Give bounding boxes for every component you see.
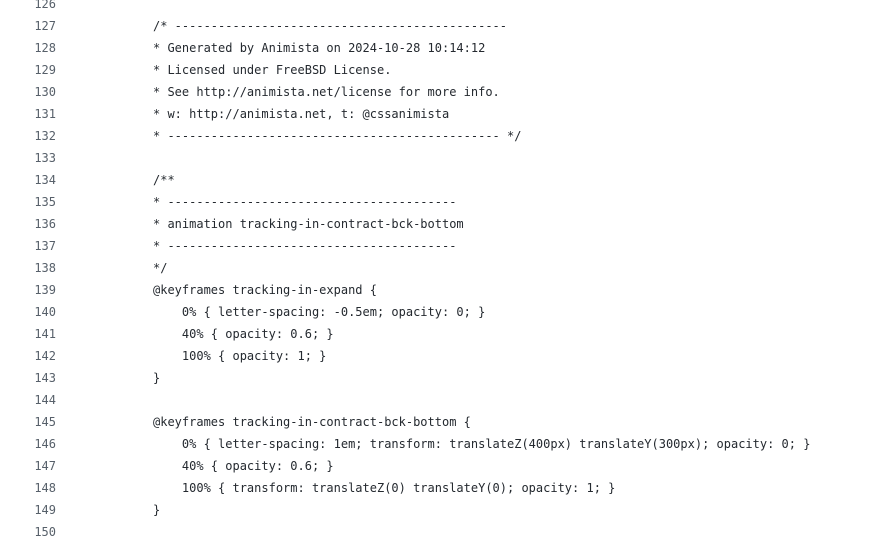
line-content: * w: http://animista.net, t: @cssanimist…: [153, 107, 450, 121]
code-line: 130 * See http://animista.net/license fo…: [0, 81, 877, 103]
code-line: 150: [0, 521, 877, 543]
line-number: 139: [34, 283, 56, 297]
line-number: 140: [34, 305, 56, 319]
line-number: 149: [34, 503, 56, 517]
line-content: /**: [153, 173, 175, 187]
line-content: 100% { opacity: 1; }: [153, 349, 327, 363]
line-number: 145: [34, 415, 56, 429]
line-number: 136: [34, 217, 56, 231]
line-content: 40% { opacity: 0.6; }: [153, 459, 334, 473]
line-content: 100% { transform: translateZ(0) translat…: [153, 481, 616, 495]
line-content: * See http://animista.net/license for mo…: [153, 85, 500, 99]
code-line: 126: [0, 0, 877, 15]
line-number: 128: [34, 41, 56, 55]
line-content: * --------------------------------------…: [153, 129, 522, 143]
code-line: 143 }: [0, 367, 877, 389]
code-line: 149 }: [0, 499, 877, 521]
line-number: 148: [34, 481, 56, 495]
code-line: 137 * ----------------------------------…: [0, 235, 877, 257]
line-content: }: [153, 503, 161, 517]
code-line: 132 * ----------------------------------…: [0, 125, 877, 147]
line-content: }: [153, 371, 161, 385]
line-number: 132: [34, 129, 56, 143]
line-number: 138: [34, 261, 56, 275]
code-line: 139 @keyframes tracking-in-expand {: [0, 279, 877, 301]
code-line: 148 100% { transform: translateZ(0) tran…: [0, 477, 877, 499]
line-content: */: [153, 261, 168, 275]
line-content: 0% { letter-spacing: 1em; transform: tra…: [153, 437, 811, 451]
line-number: 127: [34, 19, 56, 33]
code-line: 142 100% { opacity: 1; }: [0, 345, 877, 367]
code-line: 140 0% { letter-spacing: -0.5em; opacity…: [0, 301, 877, 323]
line-number: 141: [34, 327, 56, 341]
code-line: 127 /* ---------------------------------…: [0, 15, 877, 37]
line-content: 40% { opacity: 0.6; }: [153, 327, 334, 341]
code-line: 135 * ----------------------------------…: [0, 191, 877, 213]
code-line: 128 * Generated by Animista on 2024-10-2…: [0, 37, 877, 59]
code-line: 129 * Licensed under FreeBSD License.: [0, 59, 877, 81]
line-content: * --------------------------------------…: [153, 195, 457, 209]
line-number: 150: [34, 525, 56, 539]
code-line: 134 /**: [0, 169, 877, 191]
line-number: 133: [34, 151, 56, 165]
code-line: 136 * animation tracking-in-contract-bck…: [0, 213, 877, 235]
code-line: 133: [0, 147, 877, 169]
code-line: 131 * w: http://animista.net, t: @cssani…: [0, 103, 877, 125]
line-number: 130: [34, 85, 56, 99]
line-number: 135: [34, 195, 56, 209]
line-content: * Licensed under FreeBSD License.: [153, 63, 392, 77]
code-line: 144: [0, 389, 877, 411]
line-number: 146: [34, 437, 56, 451]
code-line: 138 */: [0, 257, 877, 279]
line-number: 134: [34, 173, 56, 187]
line-content: * --------------------------------------…: [153, 239, 457, 253]
line-number: 144: [34, 393, 56, 407]
line-number: 143: [34, 371, 56, 385]
line-number: 147: [34, 459, 56, 473]
line-number: 131: [34, 107, 56, 121]
line-number: 142: [34, 349, 56, 363]
line-content: @keyframes tracking-in-expand {: [153, 283, 377, 297]
line-content: /* -------------------------------------…: [153, 19, 508, 33]
line-content: @keyframes tracking-in-contract-bck-bott…: [153, 415, 471, 429]
line-number: 137: [34, 239, 56, 253]
code-line: 145 @keyframes tracking-in-contract-bck-…: [0, 411, 877, 433]
line-number: 126: [34, 0, 56, 11]
line-content: * Generated by Animista on 2024-10-28 10…: [153, 41, 486, 55]
line-content: * animation tracking-in-contract-bck-bot…: [153, 217, 464, 231]
line-number: 129: [34, 63, 56, 77]
code-line: 146 0% { letter-spacing: 1em; transform:…: [0, 433, 877, 455]
line-content: 0% { letter-spacing: -0.5em; opacity: 0;…: [153, 305, 486, 319]
code-line: 141 40% { opacity: 0.6; }: [0, 323, 877, 345]
code-line: 147 40% { opacity: 0.6; }: [0, 455, 877, 477]
